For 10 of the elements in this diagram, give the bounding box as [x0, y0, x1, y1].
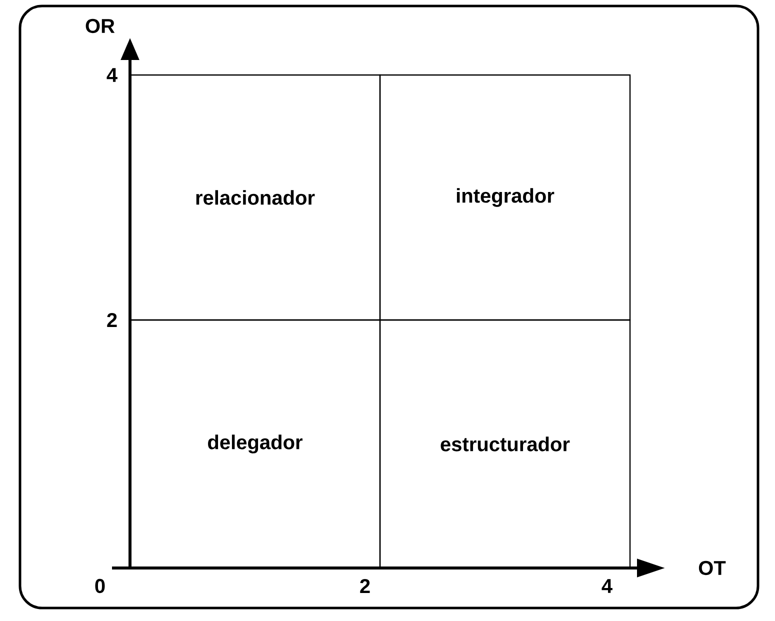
quadrant-box: integrador — [379, 74, 631, 321]
tick-label: 0 — [95, 578, 105, 594]
axis-label: OR — [86, 18, 115, 34]
quadrant-box: estructurador — [379, 319, 631, 569]
quadrant-box: relacionador — [129, 74, 381, 321]
axis-label: OT — [698, 560, 726, 576]
tick-label: 4 — [106, 68, 118, 82]
quadrant-box: delegador — [129, 319, 381, 569]
tick-label: 2 — [360, 579, 370, 593]
tick-label: 2 — [107, 313, 117, 327]
